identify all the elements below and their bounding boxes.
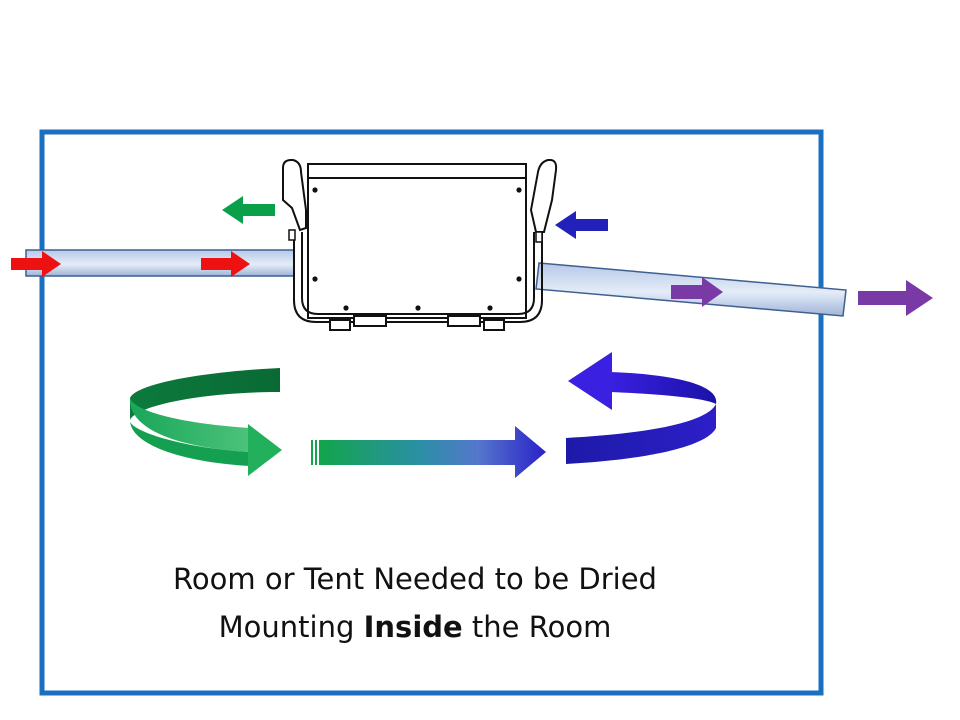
exhaust-arrow-icon <box>671 277 723 307</box>
transition-arrow-icon <box>311 426 546 478</box>
caption-line-2-suffix: the Room <box>462 610 612 644</box>
blue-circulation-arrow-icon <box>566 352 717 464</box>
intake-arrow-icon <box>11 251 61 277</box>
blue-arrow-left-icon <box>555 211 608 239</box>
green-circulation-arrow-icon <box>129 368 282 476</box>
green-arrow-left-icon <box>222 196 275 224</box>
caption-line-2-bold: Inside <box>363 610 463 644</box>
caption-line-2-prefix: Mounting <box>218 610 364 644</box>
intake-arrow-icon <box>201 251 250 277</box>
room-boundary <box>39 129 824 696</box>
caption-line-1: Room or Tent Needed to be Dried <box>173 562 657 596</box>
exhaust-arrow-icon <box>858 280 933 316</box>
intake-duct <box>25 249 295 277</box>
dehumidifier-unit-icon <box>282 159 558 331</box>
caption-line-2: Mounting Inside the Room <box>140 610 690 644</box>
